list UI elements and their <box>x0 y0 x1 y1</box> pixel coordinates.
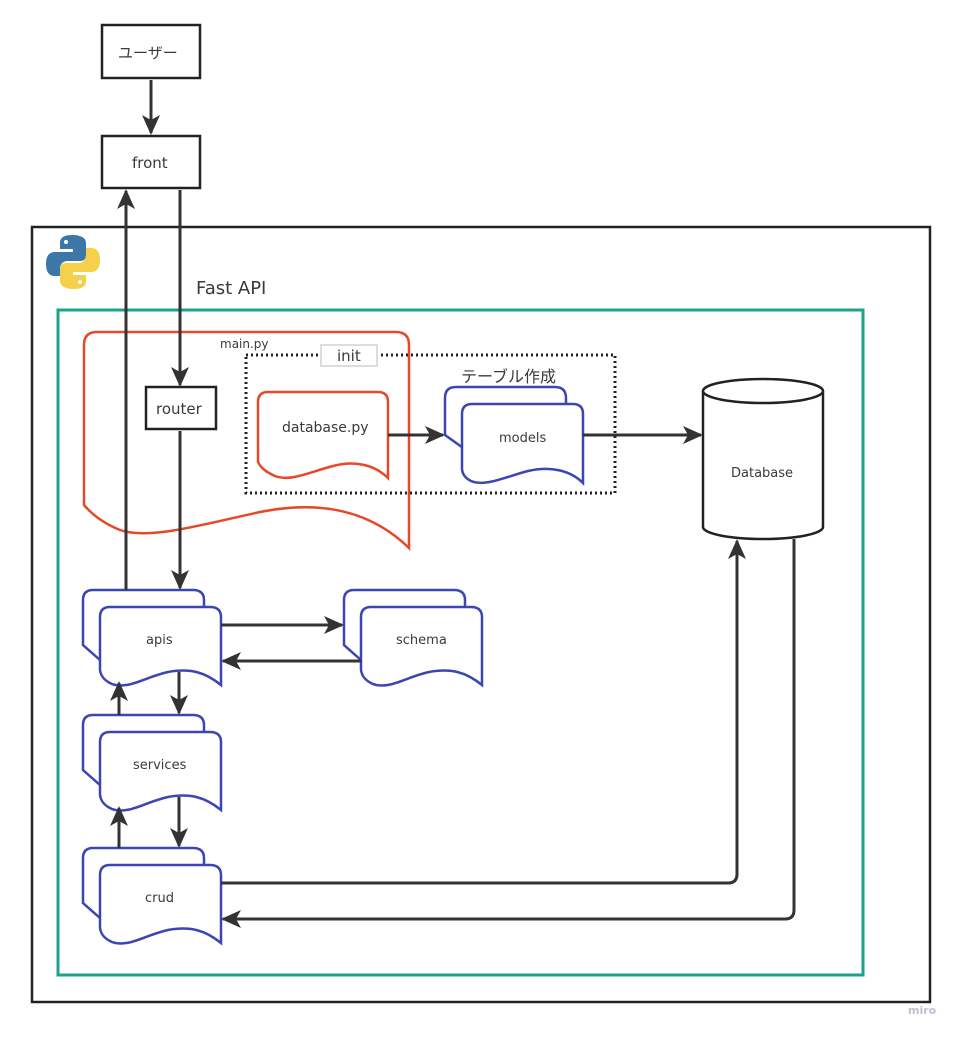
app-container <box>56 308 865 977</box>
crud-label: crud <box>145 891 174 906</box>
user-label: ユーザー <box>118 44 178 62</box>
miro-watermark: miro <box>908 1004 937 1017</box>
user-node <box>100 23 202 80</box>
fastapi-container <box>30 225 932 1004</box>
edge-crud-database <box>221 539 746 885</box>
init-label: init <box>337 347 361 365</box>
apis-label: apis <box>146 633 173 648</box>
services-label: services <box>133 758 187 773</box>
apis-document <box>98 605 223 688</box>
main-py-document <box>82 330 411 551</box>
init-group <box>244 353 617 495</box>
edge-database-crud <box>221 539 796 928</box>
database-cylinder <box>701 377 825 541</box>
python-logo-icon <box>46 235 100 289</box>
schema-document <box>359 605 484 688</box>
models-document <box>460 402 585 487</box>
database-py-document <box>256 390 390 482</box>
database-label: Database <box>731 466 793 481</box>
services-document <box>98 730 223 813</box>
init-tag <box>320 344 378 367</box>
database-py-label: database.py <box>282 420 369 436</box>
router-label: router <box>156 400 203 418</box>
crud-document <box>98 863 223 946</box>
schema-label: schema <box>396 633 447 648</box>
front-node <box>100 134 202 190</box>
router-node <box>144 385 218 431</box>
main-py-label: main.py <box>220 337 269 351</box>
models-label: models <box>499 431 546 446</box>
table-create-label: テーブル作成 <box>461 367 556 386</box>
container-title: Fast API <box>196 278 266 299</box>
front-label: front <box>132 154 168 172</box>
